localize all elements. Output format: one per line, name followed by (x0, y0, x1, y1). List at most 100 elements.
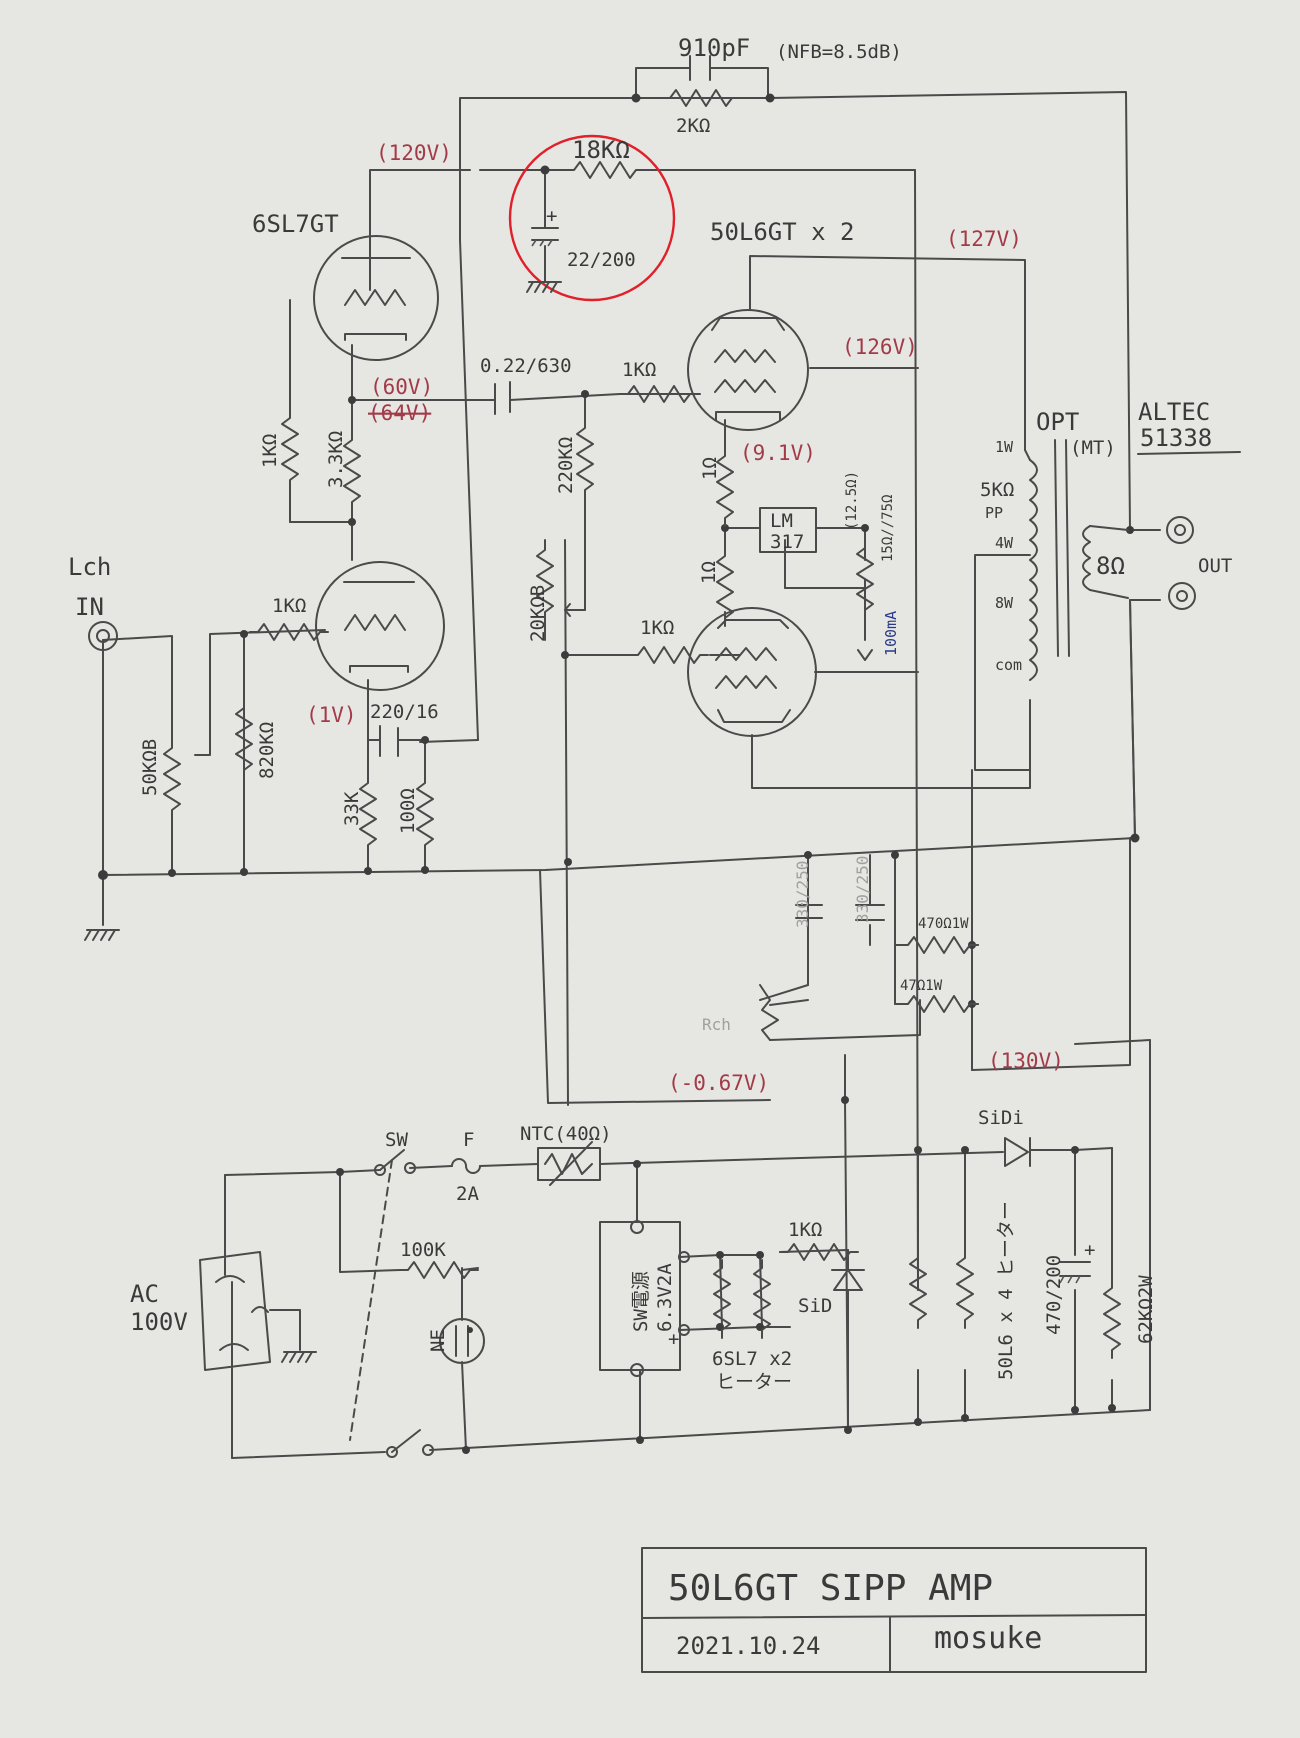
r-3k3-label: 3.3KΩ (325, 431, 347, 488)
main-cap-label: 470/200 (1043, 1255, 1065, 1335)
opt-8w: 8W (995, 594, 1014, 612)
opt-type: (MT) (1070, 437, 1116, 459)
r-18k (565, 161, 645, 179)
psu-capacitor-2 (855, 904, 885, 921)
v-9-1: (9.1V) (740, 441, 816, 465)
r-1k-smps-label: 1KΩ (788, 1219, 822, 1241)
r-1k-grid-label: 1KΩ (622, 359, 656, 381)
input-line2: IN (75, 593, 104, 621)
opt-primary-coil (1029, 459, 1038, 681)
psu-capacitor-1 (795, 904, 823, 919)
highlight-circle (508, 134, 676, 302)
smps-diode (831, 1269, 865, 1291)
power-switch-2 (386, 1429, 434, 1458)
r-18k-label: 18KΩ (572, 136, 630, 164)
speaker-model: 51338 (1140, 424, 1212, 452)
r-470 (899, 936, 979, 954)
input-jack (88, 621, 118, 651)
v-64-struck: (64V) (368, 401, 431, 425)
opt-com: com (995, 656, 1022, 674)
v-bias: (-0.67V) (668, 1071, 769, 1095)
r-1ohm-b-label: 1Ω (698, 561, 720, 584)
v-127: (127V) (946, 227, 1022, 251)
tube1-label: 6SL7GT (252, 210, 339, 238)
psu-cap2-label: 330/250 (853, 856, 872, 923)
title-block (641, 1547, 1147, 1673)
r-470-label: 470Ω1W (918, 916, 969, 932)
ac-label2: 100V (130, 1308, 188, 1336)
neon-label: NE (427, 1329, 449, 1352)
r-reg2-label: 15Ω//75Ω (880, 495, 896, 562)
ntc-label: NTC(40Ω) (520, 1123, 612, 1145)
vol-label: 50KΩB (139, 739, 161, 796)
tube-50l6-upper (687, 309, 809, 431)
lm317-box (759, 507, 817, 553)
r-reg-label: (12.5Ω) (844, 471, 860, 530)
output-terminals (1166, 516, 1196, 610)
current-label: 100mA (882, 611, 900, 656)
heater-50l6-b (956, 1249, 974, 1329)
r-220k (576, 419, 594, 499)
v-1: (1V) (306, 703, 357, 727)
nfb-res-label: 2KΩ (676, 115, 710, 137)
main-ground (84, 929, 120, 941)
v-126: (126V) (842, 335, 918, 359)
date-text: 2021.10.24 (676, 1632, 821, 1660)
r-220k-label: 220KΩ (555, 437, 577, 494)
sw-label: SW (385, 1129, 408, 1151)
tube2-label: 50L6GT x 2 (710, 218, 855, 246)
opt-label: OPT (1036, 408, 1079, 436)
nfb-cap-label: 910pF (678, 34, 750, 62)
r-33k-label: 33K (341, 791, 363, 826)
power-switch (374, 1149, 416, 1176)
speaker-imp: 8Ω (1096, 552, 1125, 580)
decouple-cap-label: 22/200 (567, 249, 636, 271)
tube-50l6-lower (687, 607, 817, 737)
r-1k-input-label: 1KΩ (272, 595, 306, 617)
psu-cap1-label: 330/250 (793, 861, 812, 928)
smps-label: SW電源 (630, 1271, 652, 1332)
lm317-label: LM (770, 510, 793, 532)
switch-gang-link (349, 1159, 393, 1441)
nfb-capacitor (689, 55, 711, 81)
r-47-label: 47Ω1W (900, 978, 943, 994)
decouple-capacitor (531, 227, 559, 247)
heater-50l6-label: 50L6 x 4 ヒーター (995, 1201, 1017, 1380)
vol-pot (163, 739, 181, 819)
ntc-thermistor (537, 1141, 601, 1186)
out-label: OUT (1198, 555, 1232, 577)
ac-inlet (199, 1251, 271, 1371)
fuse-label: F (463, 1129, 474, 1151)
coupling-capacitor (494, 381, 511, 415)
opt-4w: 4W (995, 534, 1014, 552)
opt-1w: 1W (995, 438, 1014, 456)
cathode-capacitor (379, 725, 399, 757)
opt-imp: 5KΩ (980, 479, 1014, 501)
input-line1: Lch (68, 553, 111, 581)
r-100ohm (416, 774, 434, 854)
rch-bias-pot (759, 984, 809, 1041)
r-820k-label: 820KΩ (256, 722, 278, 779)
smps-voltage: 6.3V2A (654, 1263, 676, 1332)
r-1k-top (281, 409, 299, 489)
main-cap-plus: + (1084, 1239, 1095, 1261)
rect-diode-label: SiDi (978, 1107, 1024, 1129)
opt-pp: PP (985, 504, 1003, 522)
coupling-cap-label: 0.22/630 (480, 355, 572, 377)
smps-plus: + (668, 1328, 679, 1350)
pot-20k (536, 539, 586, 641)
r-100k-label: 100K (400, 1239, 446, 1261)
r-bleeder (1103, 1279, 1121, 1359)
rect-diode (1004, 1137, 1031, 1167)
r-1k-grid2 (629, 646, 709, 664)
ac-label1: AC (130, 1280, 159, 1308)
r-1ohm-a-label: 1Ω (699, 457, 721, 480)
junctions (98, 93, 1140, 1454)
neon-lamp (439, 1318, 485, 1364)
rch-label: Rch (702, 1015, 731, 1034)
lm317-num: 317 (770, 531, 804, 553)
pot-20k-label: 20KΩB (527, 585, 549, 642)
r-bleeder-label: 62KΩ2W (1135, 1275, 1157, 1344)
title-text: 50L6GT SIPP AMP (668, 1568, 993, 1609)
